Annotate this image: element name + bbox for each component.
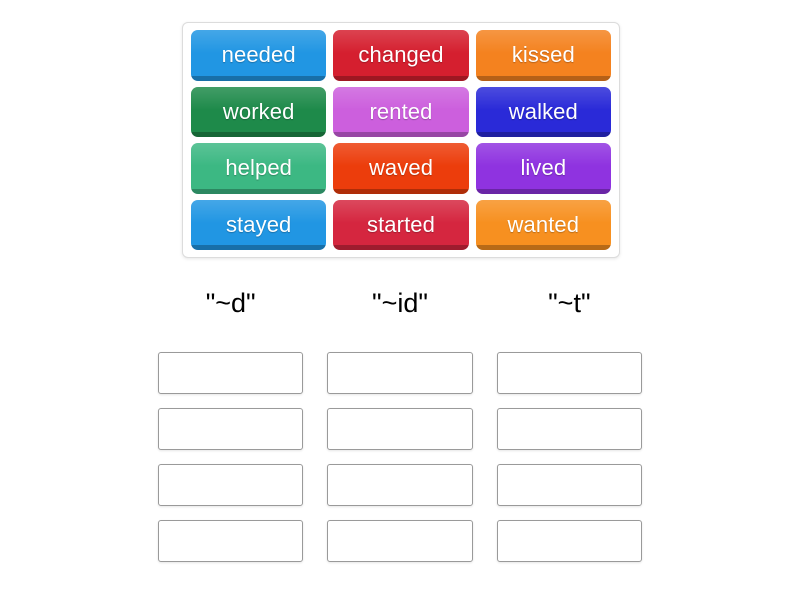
drop-slot[interactable] <box>158 408 304 450</box>
word-tile-label: needed <box>221 42 296 68</box>
category-header-row: "~d" "~id" "~t" <box>158 288 642 319</box>
category-header: "~d" <box>205 288 256 318</box>
drop-slot[interactable] <box>327 520 473 562</box>
word-tile-grid: needed changed kissed worked rented walked hel… <box>191 30 611 250</box>
word-tile[interactable]: needed <box>191 30 327 81</box>
word-tile[interactable]: waved <box>333 143 469 194</box>
word-tile-label: lived <box>520 155 567 181</box>
word-tile[interactable]: kissed <box>475 30 611 81</box>
word-tile[interactable]: worked <box>191 86 327 137</box>
word-tile[interactable]: wanted <box>475 199 611 250</box>
word-tile[interactable]: rented <box>333 86 469 137</box>
drop-slot[interactable] <box>327 352 473 394</box>
word-tile-label: changed <box>358 42 444 68</box>
word-tile-label: stayed <box>225 211 292 237</box>
word-tile[interactable]: lived <box>475 143 611 194</box>
word-tile-label: worked <box>222 98 295 124</box>
category-header: "~id" <box>372 288 428 318</box>
category-header: "~t" <box>548 288 591 318</box>
word-tile[interactable]: stayed <box>191 199 327 250</box>
word-tile[interactable]: walked <box>475 86 611 137</box>
word-tile-label: waved <box>368 155 434 181</box>
drop-slot[interactable] <box>327 464 473 506</box>
drop-slot[interactable] <box>496 408 642 450</box>
drop-slot[interactable] <box>496 520 642 562</box>
drop-slot[interactable] <box>158 520 304 562</box>
drop-slot[interactable] <box>327 408 473 450</box>
dropzone-grid <box>158 352 642 562</box>
drop-slot[interactable] <box>158 352 304 394</box>
word-tile-label: wanted <box>507 211 580 237</box>
word-tile[interactable]: changed <box>333 30 469 81</box>
word-tile-label: rented <box>369 98 433 124</box>
word-tile-label: helped <box>225 155 292 181</box>
drop-slot[interactable] <box>496 464 642 506</box>
word-tile-label: kissed <box>511 42 575 68</box>
drop-slot[interactable] <box>158 464 304 506</box>
drop-slot[interactable] <box>496 352 642 394</box>
word-tile-label: started <box>367 211 435 237</box>
word-tile-pool: needed changed kissed worked rented walked hel… <box>182 22 620 258</box>
word-tile[interactable]: started <box>333 199 469 250</box>
word-tile[interactable]: helped <box>191 143 327 194</box>
word-tile-label: walked <box>508 98 578 124</box>
